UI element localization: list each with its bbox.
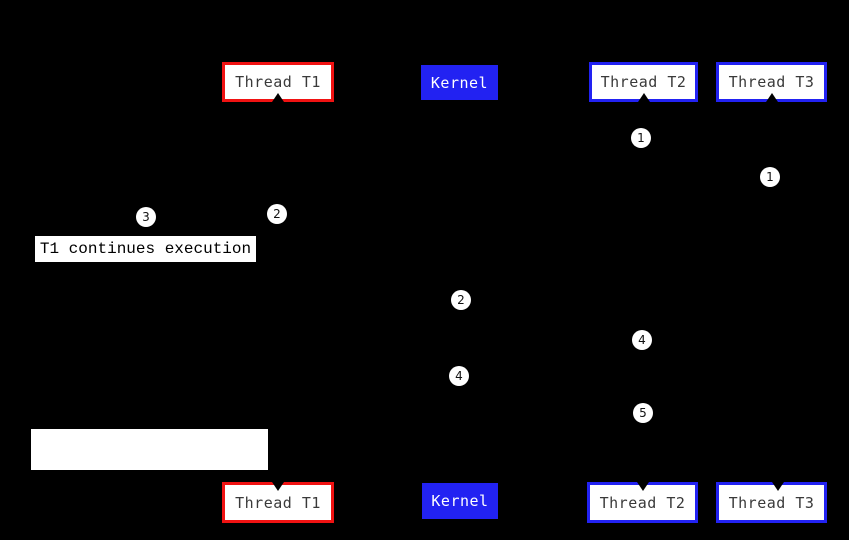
step-circle-4: 4 [449, 366, 469, 386]
arrowhead-notch [636, 482, 649, 491]
arrowhead-notch [272, 93, 284, 102]
thread-t3-label: Thread T3 [728, 73, 815, 91]
arrowhead-notch [765, 93, 778, 102]
step-circle-2: 2 [267, 204, 287, 224]
arrowhead-notch [272, 482, 284, 491]
thread-t2-label: Thread T2 [599, 493, 686, 512]
thread-t1-box-top: Thread T1 [222, 62, 334, 102]
thread-t1-label: Thread T1 [235, 493, 321, 512]
step-circle-5: 5 [633, 403, 653, 423]
step-circle-4: 4 [632, 330, 652, 350]
kernel-box-top: Kernel [421, 65, 498, 100]
step-circle-1: 1 [760, 167, 780, 187]
thread-t1-box-bottom: Thread T1 [222, 482, 334, 523]
arrowhead-notch [772, 482, 784, 491]
kernel-label: Kernel [431, 492, 489, 510]
kernel-box-bottom: Kernel [422, 483, 498, 519]
thread-t3-box-top: Thread T3 [716, 62, 827, 102]
step-circle-1: 1 [631, 128, 651, 148]
arrowhead-notch [637, 93, 650, 102]
thread-t3-box-bottom: Thread T3 [716, 482, 827, 523]
step-circle-3: 3 [136, 207, 156, 227]
annotation-text: T1 continues execution [39, 240, 252, 258]
blank-white-rect [31, 429, 268, 470]
thread-t2-label: Thread T2 [600, 73, 687, 91]
thread-t2-box-bottom: Thread T2 [587, 482, 698, 523]
thread-t1-label: Thread T1 [235, 73, 321, 91]
annotation-t1-continues: T1 continues execution [35, 236, 256, 262]
thread-t2-box-top: Thread T2 [589, 62, 698, 102]
thread-t3-label: Thread T3 [728, 493, 815, 512]
step-circle-2: 2 [451, 290, 471, 310]
kernel-label: Kernel [430, 73, 489, 92]
